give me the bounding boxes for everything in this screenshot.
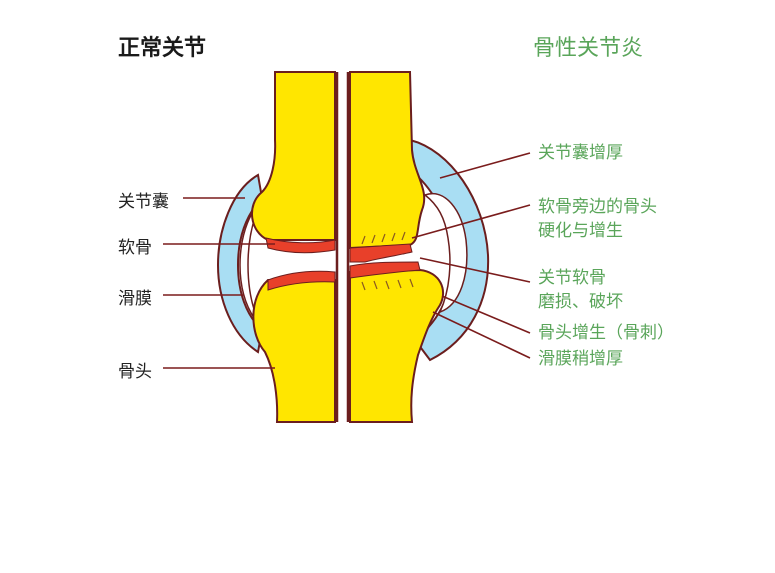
label-spur: 骨头增生（骨刺） — [538, 323, 674, 343]
title-osteoarthritis: 骨性关节炎 — [533, 36, 644, 61]
label-cartilage-side-2: 硬化与增生 — [538, 221, 623, 241]
label-synovium: 滑膜 — [118, 289, 152, 309]
label-cartilage: 软骨 — [118, 238, 152, 258]
arthritis-cartilage-lower — [349, 261, 421, 279]
normal-joint — [216, 71, 336, 423]
label-wear-1: 关节软骨 — [538, 268, 606, 288]
arthritis-upper-bone — [349, 71, 426, 250]
normal-cartilage-upper — [265, 237, 336, 254]
label-cartilage-side-1: 软骨旁边的骨头 — [538, 197, 657, 217]
normal-cartilage-lower — [267, 270, 336, 291]
right-leader-lines — [411, 152, 531, 359]
label-bone: 骨头 — [118, 362, 152, 382]
normal-lower-bone — [252, 279, 336, 423]
arthritis-cartilage-upper — [349, 243, 413, 263]
normal-capsule — [216, 173, 264, 354]
label-wear-2: 磨损、破坏 — [538, 292, 623, 312]
arthritis-lower-bone — [349, 268, 445, 423]
normal-upper-bone — [250, 71, 336, 241]
label-capsule: 关节囊 — [118, 192, 169, 212]
label-synovium-thick: 滑膜稍增厚 — [538, 349, 623, 369]
label-capsule-thick: 关节囊增厚 — [538, 143, 623, 163]
title-normal-joint: 正常关节 — [118, 36, 207, 61]
left-leader-lines — [163, 197, 275, 369]
arthritis-sclerosis-marks — [361, 231, 414, 291]
arthritis-joint — [349, 71, 490, 423]
arthritis-synovium — [423, 192, 468, 314]
